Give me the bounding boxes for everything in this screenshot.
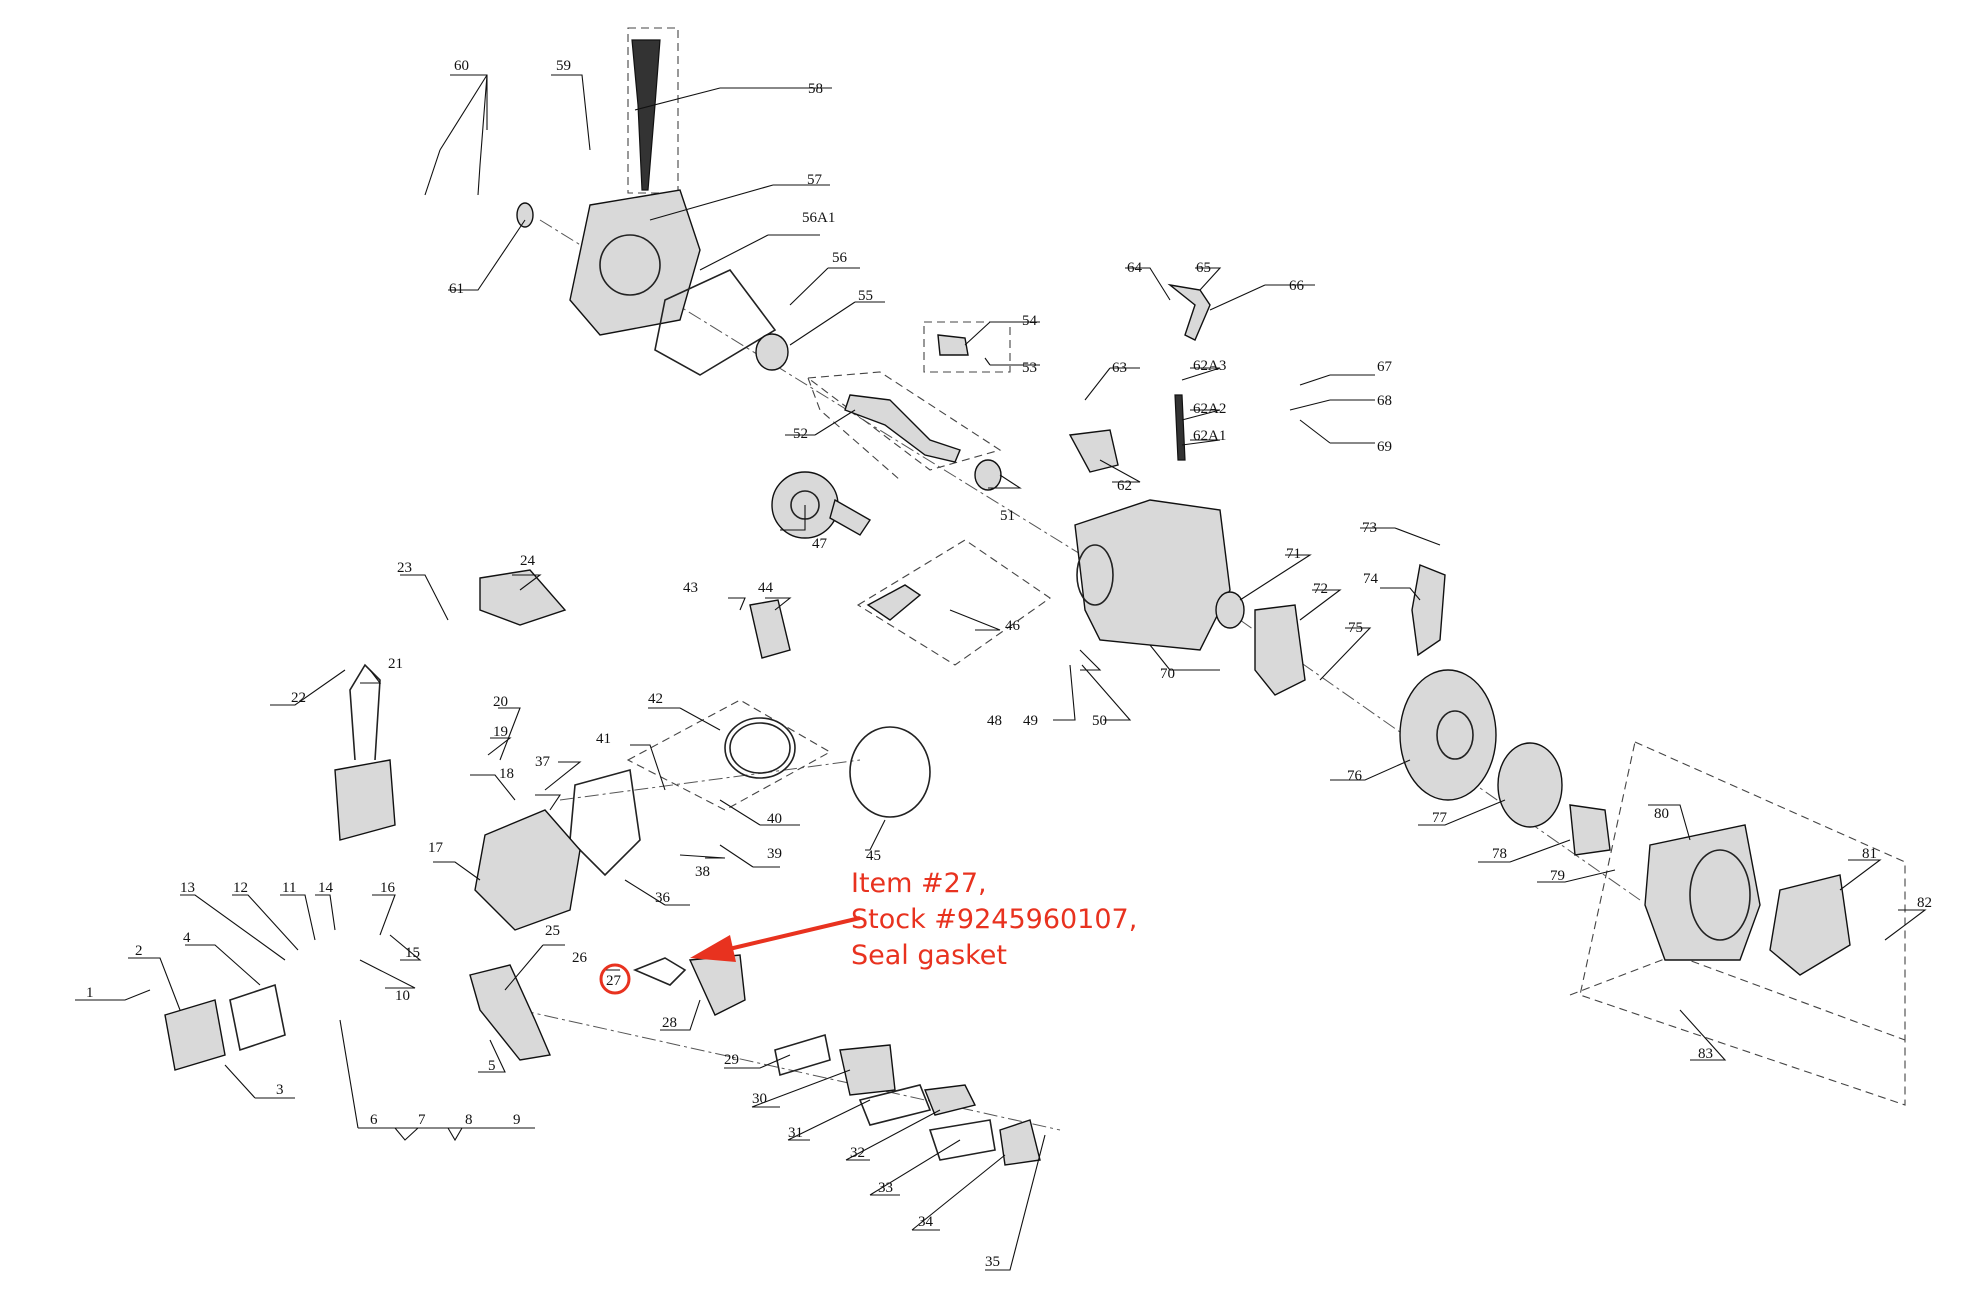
label-27: 27 xyxy=(606,973,622,989)
label-1: 1 xyxy=(86,985,94,1001)
label-5: 5 xyxy=(488,1058,496,1074)
label-74: 74 xyxy=(1363,571,1379,587)
label-78: 78 xyxy=(1492,846,1507,862)
label-29: 29 xyxy=(724,1052,739,1068)
label-43: 43 xyxy=(683,580,698,596)
label-19: 19 xyxy=(493,724,508,740)
leader-lines xyxy=(75,74,1927,1271)
label-17: 17 xyxy=(428,840,444,856)
label-62: 62 xyxy=(1117,478,1132,494)
label-11: 11 xyxy=(282,880,296,896)
callout-line-name: Seal gasket xyxy=(851,940,1008,971)
label-40: 40 xyxy=(767,811,782,827)
part-number-labels: 1 2 3 4 5 6 7 8 9 10 11 12 13 14 15 16 1… xyxy=(86,58,1932,1270)
label-67: 67 xyxy=(1377,359,1393,375)
label-46: 46 xyxy=(1005,618,1021,634)
label-26: 26 xyxy=(572,950,588,966)
label-28: 28 xyxy=(662,1015,677,1031)
label-60: 60 xyxy=(454,58,469,74)
label-2: 2 xyxy=(135,943,143,959)
label-12: 12 xyxy=(233,880,248,896)
label-9: 9 xyxy=(513,1112,521,1128)
label-45: 45 xyxy=(866,848,881,864)
label-71: 71 xyxy=(1286,546,1301,562)
assembly-centerlines xyxy=(519,219,1641,1131)
part-drawings xyxy=(164,39,1851,1166)
label-3: 3 xyxy=(276,1082,284,1098)
label-51: 51 xyxy=(1000,508,1015,524)
item-27-callout: Item #27, Stock #9245960107, Seal gasket xyxy=(851,866,1137,974)
label-4: 4 xyxy=(183,930,191,946)
label-36: 36 xyxy=(655,890,671,906)
label-32: 32 xyxy=(850,1145,865,1161)
label-39: 39 xyxy=(767,846,782,862)
label-24: 24 xyxy=(520,553,536,569)
label-79: 79 xyxy=(1550,868,1565,884)
label-33: 33 xyxy=(878,1180,893,1196)
label-15: 15 xyxy=(405,945,420,961)
label-44: 44 xyxy=(758,580,774,596)
label-34: 34 xyxy=(918,1214,934,1230)
label-73: 73 xyxy=(1362,520,1377,536)
label-77: 77 xyxy=(1432,810,1448,826)
label-13: 13 xyxy=(180,880,195,896)
label-55: 55 xyxy=(858,288,873,304)
label-62A1: 62A1 xyxy=(1193,428,1226,444)
label-37: 37 xyxy=(535,754,551,770)
label-31: 31 xyxy=(788,1125,803,1141)
label-62A2: 62A2 xyxy=(1193,401,1226,417)
label-10: 10 xyxy=(395,988,410,1004)
label-23: 23 xyxy=(397,560,412,576)
label-38: 38 xyxy=(695,864,710,880)
highlight-27 xyxy=(599,916,861,995)
label-72: 72 xyxy=(1313,581,1328,597)
label-68: 68 xyxy=(1377,393,1392,409)
label-50: 50 xyxy=(1092,713,1107,729)
label-83: 83 xyxy=(1698,1046,1713,1062)
label-6: 6 xyxy=(370,1112,378,1128)
label-59: 59 xyxy=(556,58,571,74)
label-75: 75 xyxy=(1348,620,1363,636)
label-14: 14 xyxy=(318,880,334,896)
label-61: 61 xyxy=(449,281,464,297)
callout-line-stock: Stock #9245960107, xyxy=(851,904,1138,935)
label-18: 18 xyxy=(499,766,514,782)
label-48: 48 xyxy=(987,713,1002,729)
label-8: 8 xyxy=(465,1112,473,1128)
label-7: 7 xyxy=(418,1112,426,1128)
label-66: 66 xyxy=(1289,278,1305,294)
label-62A3: 62A3 xyxy=(1193,358,1226,374)
label-63: 63 xyxy=(1112,360,1127,376)
label-65: 65 xyxy=(1196,260,1211,276)
label-16: 16 xyxy=(380,880,396,896)
label-57: 57 xyxy=(807,172,823,188)
label-76: 76 xyxy=(1347,768,1363,784)
label-35: 35 xyxy=(985,1254,1000,1270)
label-52: 52 xyxy=(793,426,808,442)
label-56A1: 56A1 xyxy=(802,210,835,226)
label-22: 22 xyxy=(291,690,306,706)
label-64: 64 xyxy=(1127,260,1143,276)
label-70: 70 xyxy=(1160,666,1175,682)
label-25: 25 xyxy=(545,923,560,939)
label-58: 58 xyxy=(808,81,823,97)
label-69: 69 xyxy=(1377,439,1392,455)
label-49: 49 xyxy=(1023,713,1038,729)
label-21: 21 xyxy=(388,656,403,672)
callout-line-item: Item #27, xyxy=(851,868,987,899)
label-41: 41 xyxy=(596,731,611,747)
label-54: 54 xyxy=(1022,313,1038,329)
label-53: 53 xyxy=(1022,360,1037,376)
label-20: 20 xyxy=(493,694,508,710)
label-80: 80 xyxy=(1654,806,1669,822)
label-30: 30 xyxy=(752,1091,767,1107)
label-56: 56 xyxy=(832,250,848,266)
label-47: 47 xyxy=(812,536,828,552)
label-42: 42 xyxy=(648,691,663,707)
label-82: 82 xyxy=(1917,895,1932,911)
label-81: 81 xyxy=(1862,846,1877,862)
